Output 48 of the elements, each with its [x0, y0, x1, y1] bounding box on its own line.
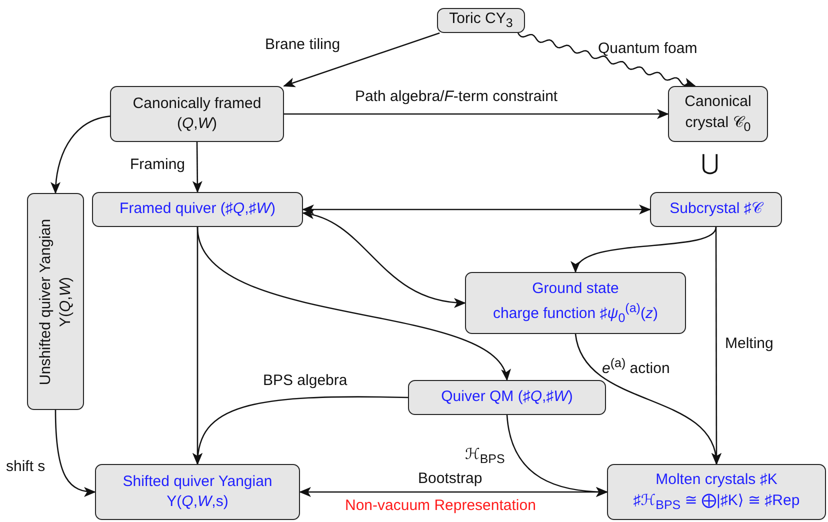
edge-label: shift s — [6, 458, 46, 475]
process-box — [110, 86, 284, 142]
process-box — [465, 272, 686, 334]
arrow — [574, 334, 720, 465]
arrow — [517, 32, 696, 88]
arrow — [302, 210, 466, 308]
arrow — [299, 487, 608, 497]
arrow — [284, 109, 669, 119]
edge-label: e$^{(a)}$ action — [602, 356, 670, 377]
subset-symbol: ⋃ — [701, 150, 720, 176]
edge-label: Framing — [130, 156, 186, 173]
node-text: Quiver QM (♯Q,♯W) — [441, 387, 573, 408]
edge-label: BPS algebra — [263, 372, 348, 389]
edge-label: Path algebra/F-term constraint — [355, 88, 558, 105]
node-text: Canonical crystal 𝒞$_{0}$ — [684, 92, 752, 136]
node-text: charge function ♯ψ$_{0}$$^{(a)}$(z) — [493, 300, 658, 327]
node-text: Canonically framed — [132, 94, 262, 114]
process-box — [668, 86, 768, 142]
arrow — [302, 204, 651, 214]
node-text: Unshifted quiver Yangian — [36, 218, 54, 385]
edge-label: Quantum foam — [598, 40, 698, 57]
arrow — [192, 142, 202, 193]
process-box — [607, 464, 826, 520]
edge-label: Melting — [725, 335, 774, 352]
node-text: Y(Q,W,s) — [166, 492, 228, 512]
node-text: Toric CY$_{3}$ — [449, 9, 513, 32]
node-text: Shifted quiver Yangian — [122, 472, 272, 492]
arrow — [283, 32, 440, 88]
node-text: Subcrystal ♯𝒞 — [670, 199, 762, 220]
note-text: Non-vacuum Representation — [345, 497, 536, 514]
edge-label: Brane tiling — [265, 36, 340, 53]
process-box — [437, 8, 525, 33]
arrow — [193, 396, 408, 465]
node-text: Molten crystals ♯K — [656, 470, 778, 490]
node-text: (Q,W) — [176, 114, 217, 134]
process-box — [408, 380, 606, 415]
process-box — [27, 193, 84, 410]
node-text: ♯ℋ$_{BPS}$ ≅ ⨁|♯K⟩ ≅ ♯Rep — [633, 490, 800, 514]
node-text: Ground state — [532, 279, 619, 300]
edge-label: Bootstrap — [418, 470, 482, 487]
arrow — [50, 116, 110, 194]
node-text: Y(Q,W) — [56, 276, 75, 327]
process-box — [650, 192, 782, 227]
node-text: Framed quiver (♯Q,♯W) — [120, 199, 276, 220]
edge-label: ℋ$_{BPS}$ — [465, 445, 505, 466]
process-box — [95, 464, 300, 520]
process-box — [92, 192, 303, 227]
arrow — [54, 410, 96, 496]
